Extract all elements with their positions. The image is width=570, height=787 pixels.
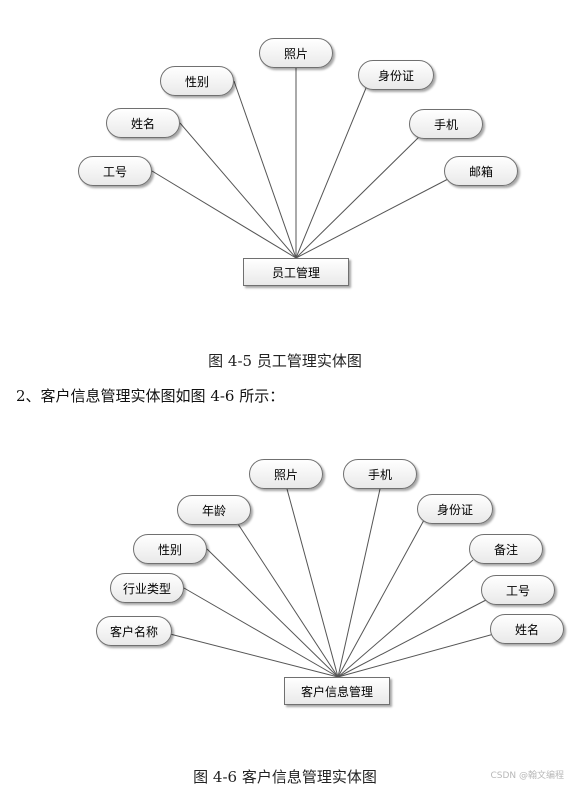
attribute-industry-type: 行业类型 [110, 573, 184, 603]
attribute-remark: 备注 [469, 534, 543, 564]
attribute-name: 姓名 [490, 614, 564, 644]
entity-employee-management: 员工管理 [243, 258, 349, 286]
connector-line [237, 523, 339, 678]
attribute-email: 邮箱 [444, 156, 518, 186]
connector-lines [169, 488, 495, 678]
attribute-employee-id: 工号 [78, 156, 152, 186]
connector-line [295, 177, 451, 259]
attribute-id-card: 身份证 [417, 494, 493, 524]
connector-line [286, 488, 339, 678]
connector-line [183, 587, 339, 678]
attribute-gender: 性别 [160, 66, 234, 96]
watermark: CSDN @翰文编程 [490, 771, 564, 781]
connector-lines [151, 68, 451, 259]
connector-line [337, 488, 381, 678]
attribute-employee-id: 工号 [481, 575, 555, 605]
attribute-photo: 照片 [249, 459, 323, 489]
attribute-photo: 照片 [259, 38, 333, 68]
attribute-name: 姓名 [106, 108, 180, 138]
attribute-phone: 手机 [343, 459, 417, 489]
attribute-phone: 手机 [409, 109, 483, 139]
attribute-id-card: 身份证 [358, 60, 434, 90]
connector-line [206, 548, 339, 678]
connector-line [337, 559, 474, 678]
connector-line [337, 599, 487, 678]
attribute-customer-name: 客户名称 [96, 616, 172, 646]
figure-caption-4-6: 图 4-6 客户信息管理实体图 [193, 768, 377, 786]
attribute-age: 年龄 [177, 495, 251, 525]
connector-line [179, 122, 297, 259]
employee-entity-diagram: 工号 姓名 性别 照片 身份证 手机 邮箱 员工管理 [0, 0, 570, 300]
entity-customer-info-management: 客户信息管理 [284, 677, 390, 705]
connector-line [295, 87, 367, 259]
figure-caption-4-5: 图 4-5 员工管理实体图 [208, 352, 362, 370]
connector-line [337, 633, 495, 678]
connector-line [233, 80, 297, 259]
connector-line [151, 170, 297, 259]
attribute-gender: 性别 [133, 534, 207, 564]
connector-line [337, 519, 425, 678]
connector-line [169, 633, 339, 678]
connector-line [295, 135, 421, 259]
customer-entity-diagram: 客户名称 行业类型 性别 年龄 照片 手机 身份证 备注 工号 姓名 客户信息管… [0, 440, 570, 730]
body-paragraph: 2、客户信息管理实体图如图 4-6 所示： [16, 387, 285, 405]
